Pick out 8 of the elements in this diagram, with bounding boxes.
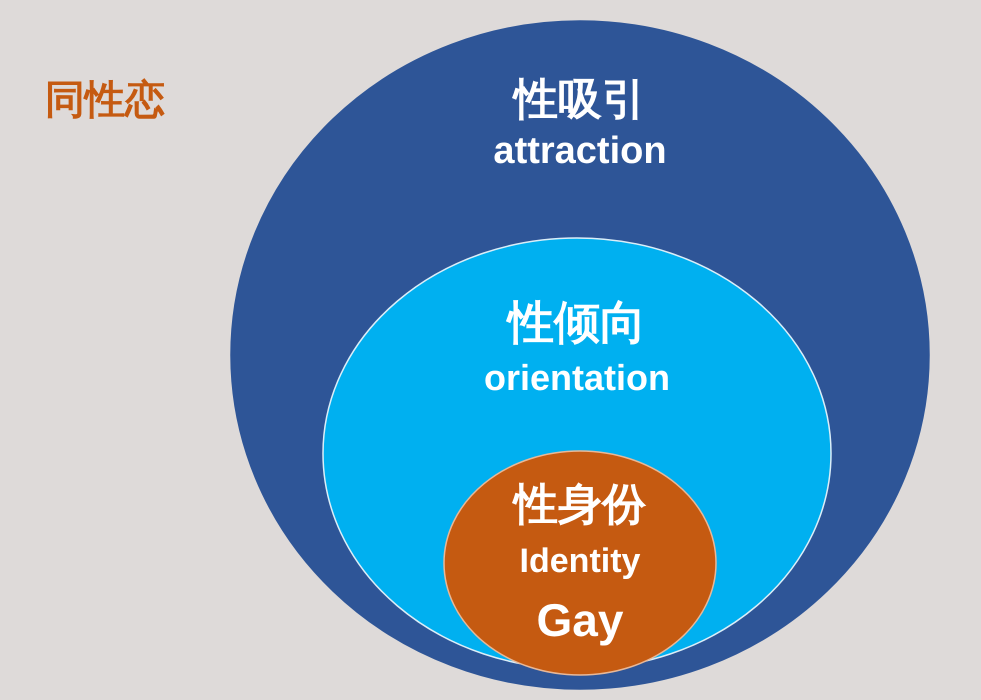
- circle-label: Gay: [536, 594, 624, 646]
- ellipse-heading: 性吸引: [514, 76, 646, 124]
- diagram-title: 同性恋: [45, 78, 165, 122]
- circle-heading: 性身份: [514, 480, 646, 530]
- ellipse-subheading: orientation: [484, 358, 670, 398]
- circle-subheading: Identity: [520, 543, 640, 581]
- ellipse-heading: 性倾向: [508, 296, 646, 348]
- ellipse-subheading: attraction: [493, 131, 667, 173]
